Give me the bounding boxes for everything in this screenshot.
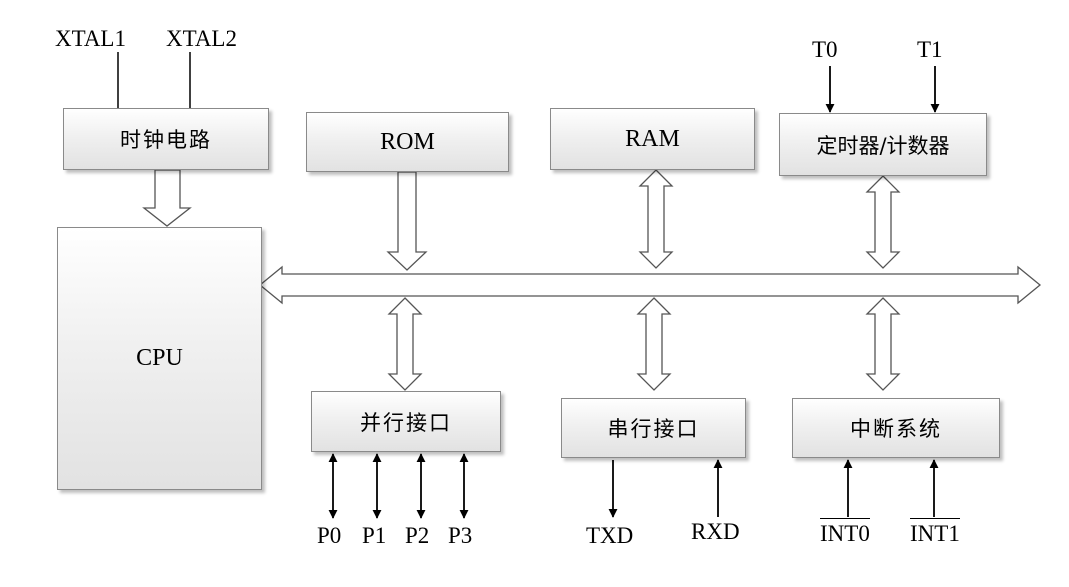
p2-label: P2 (405, 523, 430, 548)
rom-to-bus-arrow (386, 171, 428, 271)
serial-interface-block: 串行接口 (561, 398, 746, 458)
txd-label: TXD (586, 523, 634, 548)
p3-label: P3 (448, 523, 473, 548)
t0-label: T0 (812, 37, 838, 62)
interrupt-system-block: 中断系统 (792, 398, 1000, 458)
xtal2-label: XTAL2 (166, 26, 237, 51)
clock-circuit-block: 时钟电路 (63, 108, 269, 170)
cpu-block: CPU (57, 227, 262, 490)
rom-block: ROM (306, 112, 509, 172)
clock-to-cpu-arrow (142, 169, 192, 227)
int0-label: INT0 (820, 518, 870, 545)
int1-label: INT1 (910, 518, 960, 545)
xtal1-label: XTAL1 (55, 26, 126, 51)
p1-label: P1 (362, 523, 387, 548)
ram-block: RAM (550, 108, 755, 170)
parallel-bus-arrow (387, 297, 423, 391)
timer-bus-arrow (865, 175, 901, 269)
system-bus-arrow (258, 265, 1042, 305)
interrupt-bus-arrow (865, 297, 901, 391)
t1-label: T1 (917, 37, 943, 62)
serial-bus-arrow (636, 297, 672, 391)
p0-label: P0 (317, 523, 342, 548)
rxd-label: RXD (691, 519, 740, 544)
timer-counter-block: 定时器/计数器 (779, 113, 987, 176)
ram-bus-arrow (638, 169, 674, 269)
parallel-interface-block: 并行接口 (311, 391, 501, 452)
